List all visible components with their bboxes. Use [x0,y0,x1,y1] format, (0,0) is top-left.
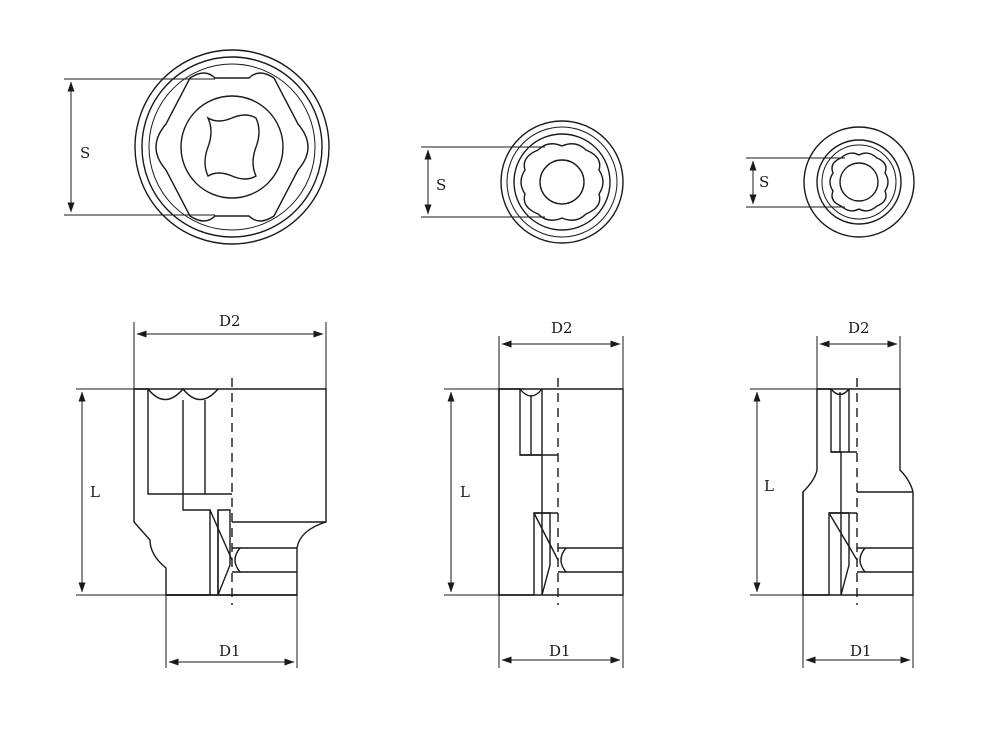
large-socket-end-view [64,49,330,245]
medium-hex-size-label: S [436,176,446,194]
small-socket-side-view [750,336,914,668]
large-hex-size-label: S [80,144,90,162]
large-d1-label: D1 [219,642,241,660]
medium-socket-side-view [444,336,624,668]
small-d2-label: D2 [848,319,870,337]
large-length-label: L [90,483,100,501]
medium-length-label: L [460,483,470,501]
small-socket-end-view [746,126,915,238]
small-hex-size-label: S [759,173,769,191]
small-d1-label: D1 [850,642,872,660]
medium-d2-label: D2 [551,319,573,337]
medium-socket-end-view [421,120,624,244]
large-d2-label: D2 [219,312,241,330]
large-socket-side-view [76,322,327,668]
medium-d1-label: D1 [549,642,571,660]
small-length-label: L [764,477,774,495]
